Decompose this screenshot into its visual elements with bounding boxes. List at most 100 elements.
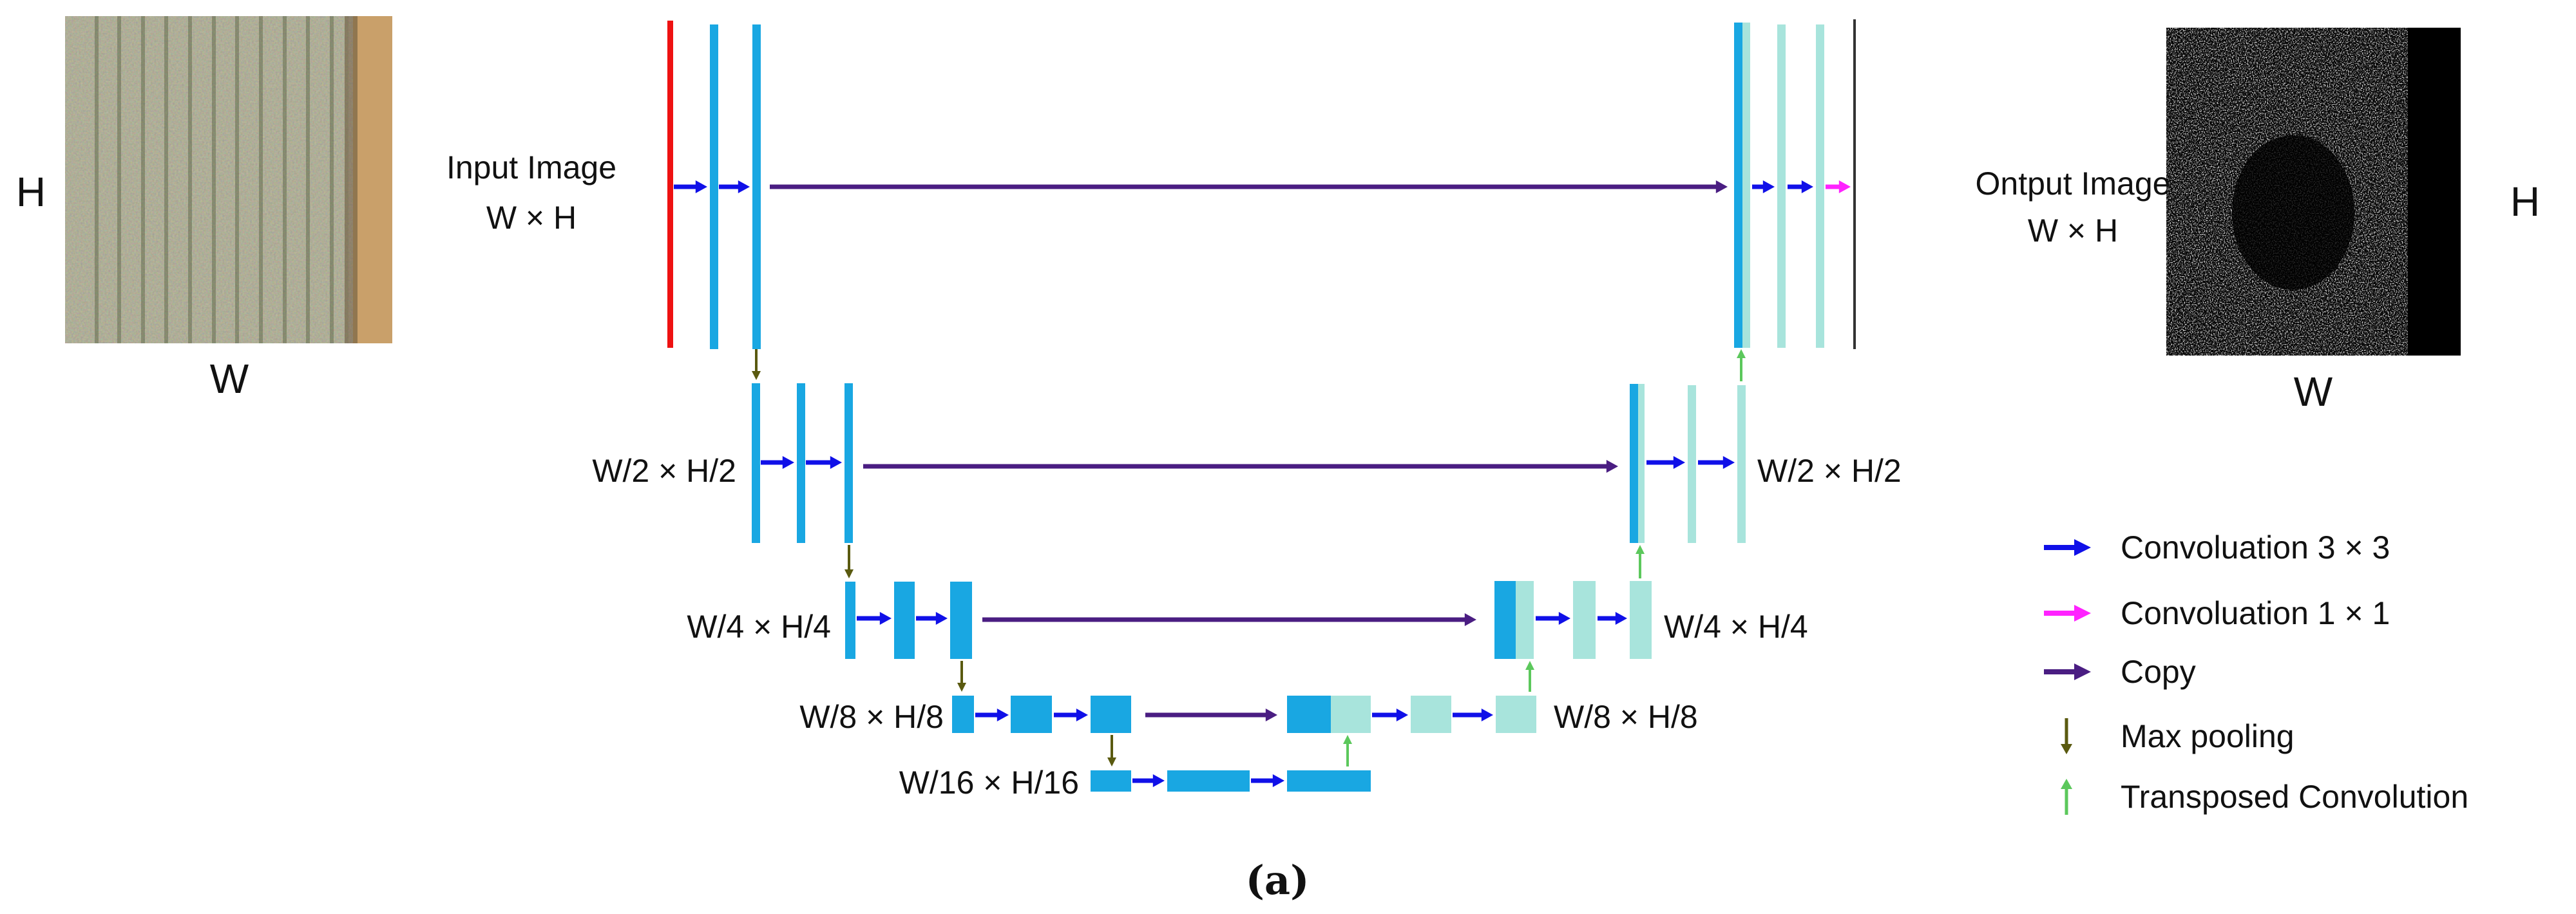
l3-enc-bar-3 xyxy=(950,582,972,659)
l1-conv1x1-arrow xyxy=(1826,180,1851,194)
l5-conv-arrow-2 xyxy=(1251,774,1284,788)
up-arrow-4-head xyxy=(1343,735,1352,744)
output-image-size: W × H xyxy=(2028,213,2118,249)
l1-conv-arrow-3-head xyxy=(1762,180,1775,194)
up-arrow-3 xyxy=(1525,661,1534,692)
l5-bar-1 xyxy=(1091,770,1131,792)
l1-dec-bar-2 xyxy=(1816,24,1824,348)
l2-copy-arrow xyxy=(863,459,1618,473)
l3-enc-bar-1 xyxy=(845,582,855,659)
l4-conv-arrow-1-head xyxy=(997,708,1009,722)
l3-conv-arrow-4-head xyxy=(1615,611,1627,625)
l3-conv-arrow-1-head xyxy=(879,611,892,625)
l1-copy-arrow xyxy=(770,180,1728,194)
l4-enc-bar-1 xyxy=(952,696,974,733)
l1-copy-arrow-head xyxy=(1715,180,1728,194)
l5-conv-arrow-1-head xyxy=(1152,774,1165,788)
input-photo-height-label: H xyxy=(16,169,46,215)
l2-conv-arrow-2-head xyxy=(830,455,842,470)
level-4-encoder-label: W/8 × H/8 xyxy=(799,699,944,735)
l3-conv-arrow-4 xyxy=(1598,611,1627,625)
l3-dec-bar-1 xyxy=(1573,581,1596,659)
l2-conv-arrow-3-head xyxy=(1673,455,1685,470)
arrow-up-icon xyxy=(2061,779,2072,815)
up-arrow-3-head xyxy=(1525,661,1534,670)
pool-arrow-1-head xyxy=(752,371,761,380)
input-layer-bar xyxy=(667,21,673,348)
pool-arrow-2 xyxy=(844,545,854,578)
output-mask xyxy=(2166,28,2461,356)
l2-conv-arrow-4 xyxy=(1698,455,1735,470)
l1-dec-bar-up xyxy=(1742,23,1750,348)
input-image-label: Input Image xyxy=(446,149,616,186)
network-graph xyxy=(667,19,1856,792)
level-2-encoder-label: W/2 × H/2 xyxy=(592,453,736,489)
l4-dec-bar-copy xyxy=(1287,696,1331,733)
l5-conv-arrow-1 xyxy=(1132,774,1165,788)
up-arrow-1-head xyxy=(1737,349,1746,358)
input-image-size: W × H xyxy=(486,200,577,236)
legend-label: Transposed Convolution xyxy=(2121,779,2468,815)
legend-item-2: Convoluation 1 × 1 xyxy=(2044,595,2390,631)
l4-dec-bar-1 xyxy=(1411,696,1451,733)
l4-conv-arrow-1 xyxy=(975,708,1009,722)
l2-enc-bar-3 xyxy=(844,383,853,543)
l2-dec-bar-up xyxy=(1638,384,1645,543)
legend-item-4: Max pooling xyxy=(2061,718,2295,754)
l2-dec-bar-copy xyxy=(1630,384,1638,543)
level-4-decoder-label: W/8 × H/8 xyxy=(1554,699,1698,735)
l2-conv-arrow-1 xyxy=(761,455,794,470)
l4-conv-arrow-4 xyxy=(1453,708,1493,722)
l3-dec-bar-up xyxy=(1516,581,1534,659)
l1-conv-arrow-1 xyxy=(674,180,707,194)
up-arrow-2 xyxy=(1636,545,1645,578)
l1-enc-bar-1 xyxy=(710,24,718,349)
output-image-label: Ontput Image xyxy=(1976,166,2171,202)
level-5-encoder-label: W/16 × H/16 xyxy=(899,765,1079,801)
l3-conv-arrow-2 xyxy=(916,611,948,625)
l4-conv-arrow-4-head xyxy=(1481,708,1493,722)
up-arrow-1 xyxy=(1737,349,1746,381)
legend: Convoluation 3 × 3 Convoluation 1 × 1 Copy… xyxy=(2044,529,2468,815)
l5-bar-3 xyxy=(1287,770,1371,792)
l4-conv-arrow-3-head xyxy=(1396,708,1408,722)
l2-conv-arrow-3 xyxy=(1646,455,1685,470)
l2-copy-arrow-head xyxy=(1606,459,1618,473)
l4-dec-bar-2 xyxy=(1496,696,1536,733)
l1-conv-arrow-4 xyxy=(1788,180,1813,194)
pool-arrow-2-head xyxy=(844,569,854,578)
output-mask-height-label: H xyxy=(2510,178,2540,225)
figure-caption: (a) xyxy=(1246,857,1310,904)
legend-label: Copy xyxy=(2121,654,2196,690)
l1-dec-bar-1 xyxy=(1777,24,1786,348)
l4-conv-arrow-3 xyxy=(1372,708,1408,722)
pool-arrow-3-head xyxy=(957,683,966,692)
legend-item-5: Transposed Convolution xyxy=(2061,779,2468,815)
l2-conv-arrow-4-head xyxy=(1722,455,1735,470)
l1-enc-bar-2 xyxy=(752,24,761,349)
l3-copy-arrow-head xyxy=(1464,613,1476,627)
l4-enc-bar-2 xyxy=(1011,696,1052,733)
l3-conv-arrow-1 xyxy=(857,611,892,625)
l2-conv-arrow-2 xyxy=(806,455,842,470)
legend-label: Max pooling xyxy=(2121,718,2295,754)
l5-bar-2 xyxy=(1167,770,1250,792)
pool-arrow-1 xyxy=(752,349,761,380)
up-arrow-2-head xyxy=(1636,545,1645,554)
level-3-encoder-label: W/4 × H/4 xyxy=(687,609,831,645)
l3-dec-bar-copy xyxy=(1494,581,1516,659)
legend-label: Convoluation 1 × 1 xyxy=(2121,595,2390,631)
pool-arrow-4-head xyxy=(1107,757,1116,766)
l4-enc-bar-3 xyxy=(1091,696,1131,733)
l2-enc-bar-2 xyxy=(797,383,805,543)
l4-copy-arrow xyxy=(1145,708,1277,722)
l3-conv-arrow-2-head xyxy=(935,611,948,625)
arrow-right-icon xyxy=(2044,539,2091,556)
l3-conv-arrow-3 xyxy=(1536,611,1570,625)
arrow-down-icon xyxy=(2061,718,2072,754)
legend-item-1: Convoluation 3 × 3 xyxy=(2044,529,2390,566)
pool-arrow-4 xyxy=(1107,735,1116,766)
l2-dec-bar-1 xyxy=(1688,385,1696,543)
l4-dec-bar-up xyxy=(1331,696,1371,733)
